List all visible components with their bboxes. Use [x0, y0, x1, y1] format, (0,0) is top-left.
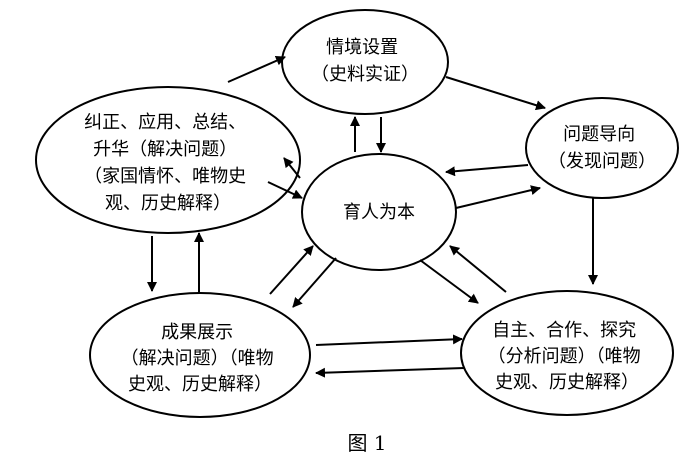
node-correct-label: 纠正、应用、总结、 升华（解决问题） （家国情怀、唯物史 观、历史解释）: [84, 112, 252, 214]
node-center-ellipse: [301, 153, 457, 271]
node-situation-label: 情境设置 （史料实证）: [311, 37, 419, 85]
arrow-center-to-problem: [455, 185, 541, 209]
arrow-center-to-correct: [283, 157, 301, 179]
node-explore-ellipse: [460, 290, 674, 416]
arrow-situation-to-problem: [445, 76, 546, 111]
arrow-problem-to-center: [445, 164, 529, 177]
node-problem-ellipse: [525, 97, 679, 199]
arrow-explore-to-center: [449, 245, 507, 293]
arrow-showcase-to-center: [269, 245, 314, 295]
node-problem-label: 问题导向 （发现问题）: [548, 124, 656, 172]
arrow-showcase-to-explore: [315, 334, 463, 346]
node-showcase-label: 成果展示 （解决问题）（唯物 史观、历史解释）: [121, 322, 280, 395]
node-situation-ellipse: [281, 9, 449, 115]
arrow-center-to-explore: [419, 259, 479, 304]
figure-caption: 图 1: [347, 431, 386, 455]
node-correct-ellipse: [35, 86, 301, 234]
arrow-center-to-showcase: [292, 257, 337, 308]
node-explore-label: 自主、合作、探究 （分析问题）（唯物 史观、历史解释）: [488, 320, 647, 393]
arrow-correct-to-center: [267, 181, 303, 199]
node-center-label: 育人为本: [343, 202, 415, 223]
arrow-correct-to-situation: [227, 56, 286, 83]
arrow-explore-to-showcase: [315, 367, 465, 378]
